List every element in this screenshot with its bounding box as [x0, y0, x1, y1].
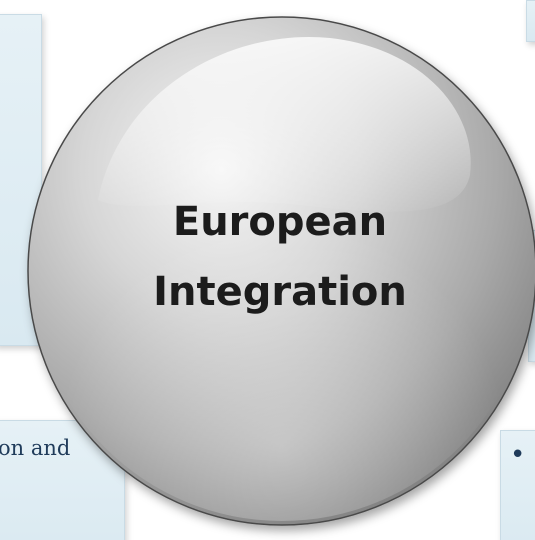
panel-bottom-left-text: on and — [0, 436, 71, 460]
sphere-gloss — [98, 36, 471, 212]
panel-top-right — [526, 0, 535, 42]
sphere-label-line-1: European — [172, 199, 388, 245]
bullet-icon: • — [510, 440, 526, 470]
sphere-label-line-2: Integration — [153, 269, 407, 315]
panel-bottom-right — [500, 430, 535, 540]
